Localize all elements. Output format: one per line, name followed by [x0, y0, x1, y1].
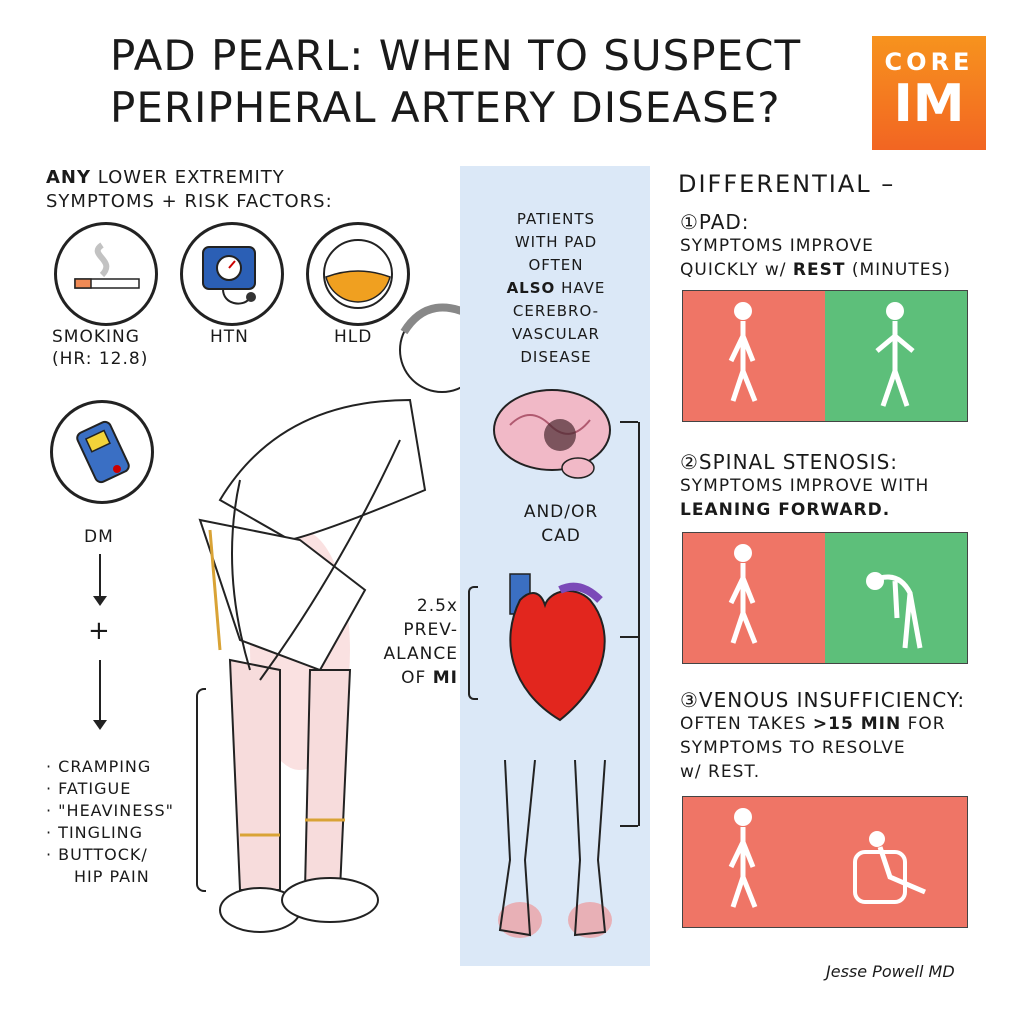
mid-line: VASCULAR [512, 325, 600, 343]
symptom-bracket [196, 688, 206, 892]
mid-line: WITH PAD [514, 233, 598, 251]
andor-cad: AND/OR CAD [506, 500, 616, 548]
page-title: PAD PEARL: WHEN TO SUSPECT PERIPHERAL AR… [110, 30, 850, 134]
brain-icon [493, 389, 611, 479]
title-line-1: PAD PEARL: WHEN TO SUSPECT [110, 31, 802, 80]
man-illustration [198, 303, 480, 933]
desc-bold: >15 MIN [812, 714, 902, 734]
diff-item-pad: ①PAD: SYMPTOMS IMPROVE QUICKLY w/ REST (… [680, 210, 1000, 282]
andor-text: AND/OR [523, 502, 599, 522]
diff-desc: SYMPTOMS IMPROVE WITH [680, 476, 930, 496]
cholesterol-vial-icon [306, 222, 410, 326]
differential-heading: DIFFERENTIAL – [678, 170, 896, 198]
mid-bold: ALSO [506, 279, 556, 297]
glucometer-icon [50, 400, 154, 504]
down-arrow-2 [99, 660, 101, 722]
symptom-list: · CRAMPING · FATIGUE · "HEAVINESS" · TIN… [46, 756, 174, 888]
down-arrow-1 [99, 554, 101, 600]
title-line-2: PERIPHERAL ARTERY DISEASE? [110, 83, 781, 132]
connector-tick [620, 825, 638, 827]
mid-line: OFTEN [528, 256, 584, 274]
diff-title: ①PAD: [680, 210, 750, 234]
desc-rest: QUICKLY w/ [680, 260, 793, 280]
blood-pressure-cuff-icon [180, 222, 284, 326]
diff-desc: OFTEN TAKES >15 MIN FOR [680, 712, 1010, 736]
mid-line: ALSO HAVE [486, 277, 626, 300]
diff-item-spinal: ②SPINAL STENOSIS: SYMPTOMS IMPROVE WITH … [680, 450, 1010, 522]
symptom-item: · FATIGUE [46, 779, 132, 798]
logo-line-2: IM [893, 74, 965, 134]
comorbidity-panel [460, 166, 650, 966]
smoking-label: SMOKING (HR: 12.8) [52, 326, 148, 370]
connector-line [638, 422, 640, 826]
smoking-text: SMOKING [52, 327, 140, 347]
mid-line: PATIENTS [516, 210, 596, 228]
spinal-scene-walking [683, 533, 825, 663]
symptom-item: · BUTTOCK/ [46, 845, 148, 864]
mid-line: DISEASE [520, 348, 592, 366]
symptom-item: HIP PAIN [74, 867, 150, 886]
spinal-scene-leaning [825, 533, 967, 663]
mid-rest: HAVE [555, 279, 606, 297]
comorbidity-text: PATIENTS WITH PAD OFTEN ALSO HAVE CEREBR… [486, 208, 626, 369]
diff-desc: SYMPTOMS TO RESOLVE [680, 738, 906, 758]
pad-scene-resting [825, 291, 967, 421]
pad-scene [682, 290, 968, 422]
logo-line-1: CORE [884, 48, 974, 76]
connector-tick [620, 421, 638, 423]
smoking-hr-text: (HR: 12.8) [52, 349, 149, 369]
connector-tick [620, 636, 638, 638]
legs-icon [498, 760, 612, 938]
venous-scene [682, 796, 968, 928]
desc-tail: FOR [901, 714, 946, 734]
intro-line-2: SYMPTOMS + RISK FACTORS: [46, 191, 333, 212]
mi-line: 2.5x [416, 596, 458, 616]
diff-desc: SYMPTOMS IMPROVE [680, 236, 874, 256]
mi-prevalence-text: 2.5x PREV- ALANCE OF MI [378, 594, 458, 690]
diff-title: ③VENOUS INSUFFICIENCY: [680, 688, 966, 712]
dm-label: DM [84, 527, 114, 547]
diff-item-venous: ③VENOUS INSUFFICIENCY: OFTEN TAKES >15 M… [680, 688, 1010, 784]
diff-title: ②SPINAL STENOSIS: [680, 450, 899, 474]
mi-rest: OF [401, 668, 433, 688]
arrowhead-2 [93, 720, 107, 730]
diff-desc: w/ REST. [680, 762, 761, 782]
smoking-icon [54, 222, 158, 326]
mi-line: PREV- [403, 620, 458, 640]
hld-label: HLD [334, 327, 373, 347]
symptom-item: · TINGLING [46, 823, 144, 842]
desc-rest: OFTEN TAKES [680, 714, 813, 734]
heart-icon [509, 573, 606, 722]
symptom-item: · "HEAVINESS" [46, 801, 175, 820]
spinal-scene [682, 532, 968, 664]
intro-rest: LOWER EXTREMITY [91, 167, 285, 188]
pad-scene-walking [683, 291, 825, 421]
desc-bold: LEANING FORWARD. [680, 500, 891, 520]
plus-sign: + [88, 616, 111, 646]
risk-factor-intro: ANY LOWER EXTREMITY SYMPTOMS + RISK FACT… [46, 166, 446, 214]
desc-tail: (MINUTES) [845, 260, 951, 280]
symptom-item: · CRAMPING [46, 757, 152, 776]
mi-line: ALANCE [383, 644, 458, 664]
intro-bold: ANY [46, 167, 92, 188]
arrowhead-1 [93, 596, 107, 606]
venous-scene-walking [683, 797, 825, 927]
mi-bold: MI [432, 668, 458, 688]
mi-line: OF MI [378, 666, 458, 690]
cad-text: CAD [541, 526, 581, 546]
venous-scene-sitting [825, 797, 967, 927]
mi-bracket [468, 586, 478, 700]
desc-bold: REST [792, 260, 846, 280]
mid-line: CEREBRO- [512, 302, 600, 320]
core-im-logo: CORE IM [872, 36, 986, 150]
diff-desc: QUICKLY w/ REST (MINUTES) [680, 258, 1000, 282]
diff-desc: LEANING FORWARD. [680, 498, 1010, 522]
htn-label: HTN [210, 327, 249, 347]
artist-signature: Jesse Powell MD [826, 962, 955, 981]
